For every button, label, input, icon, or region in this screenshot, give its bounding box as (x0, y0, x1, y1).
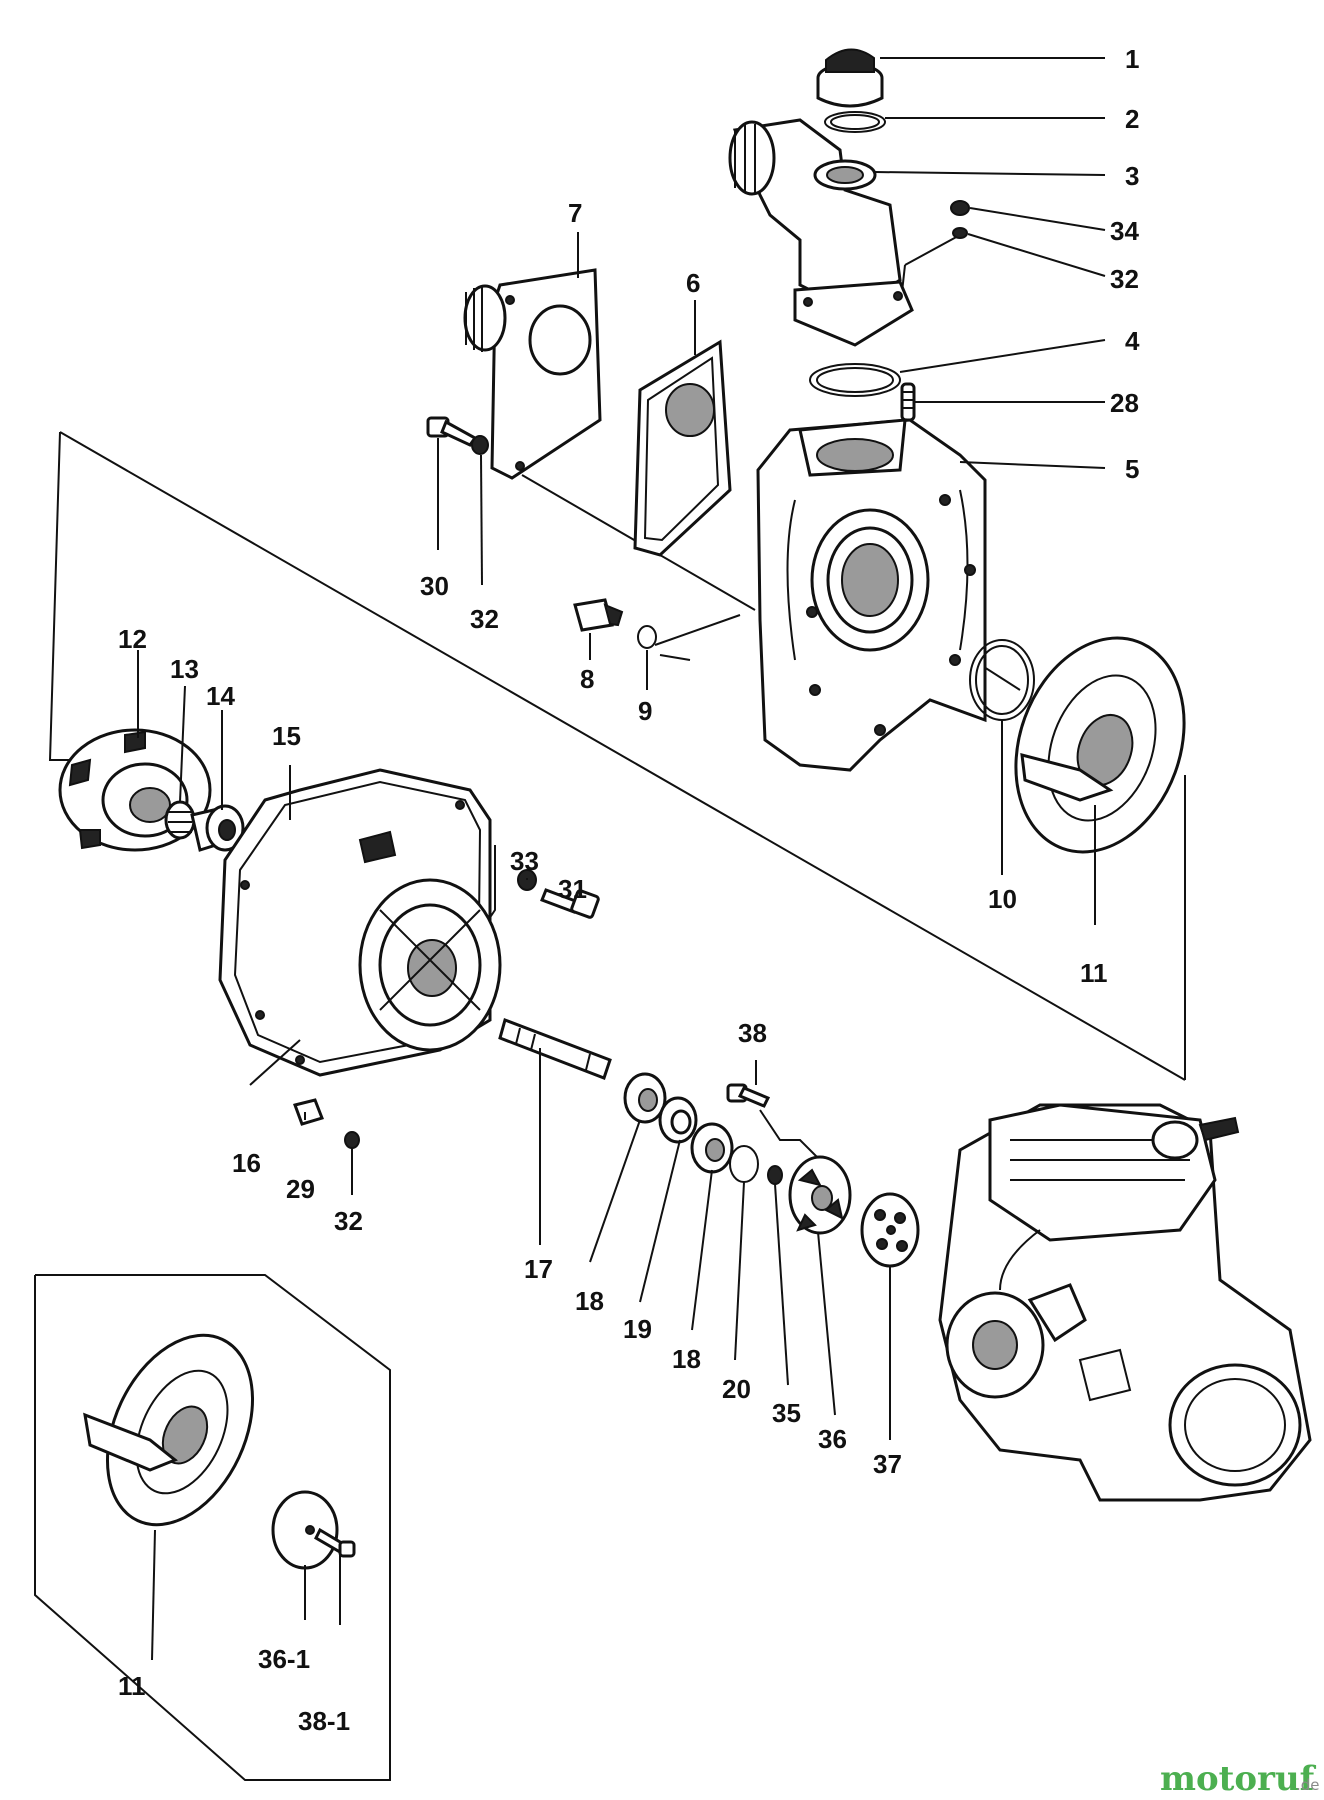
callout-29: 29 (286, 1174, 315, 1204)
callout-11-inset: 11 (118, 1671, 146, 1701)
o-ring-part-2 (824, 111, 886, 133)
callout-6: 6 (686, 268, 700, 298)
suction-cover-part-7 (463, 268, 602, 480)
stud-bolt-part-28 (900, 382, 916, 422)
callout-18-left: 18 (575, 1286, 604, 1316)
callout-38: 38 (738, 1018, 767, 1048)
callout-1: 1 (1125, 44, 1139, 74)
inset-panel (34, 1274, 391, 1781)
callout-17: 17 (524, 1254, 553, 1284)
callout-38-1: 38-1 (298, 1706, 350, 1736)
callout-32-top: 32 (1110, 264, 1139, 294)
callout-2: 2 (1125, 104, 1139, 134)
callout-5: 5 (1125, 454, 1139, 484)
washer-part-32-bottom (344, 1131, 360, 1149)
watermark-brand: motoruf (1160, 1759, 1317, 1799)
callout-32-mid: 32 (470, 604, 499, 634)
callout-36-1: 36-1 (258, 1644, 310, 1674)
callout-7: 7 (568, 198, 582, 228)
callout-35: 35 (772, 1398, 801, 1428)
watermark-suffix: .de (1296, 1776, 1320, 1794)
engine-assembly (938, 1103, 1312, 1502)
watermark: motoruf .de (1160, 1759, 1320, 1799)
volute-part-11-inset (83, 1333, 255, 1527)
coupling-part-36-1-inset (271, 1490, 339, 1570)
callout-13: 13 (170, 654, 199, 684)
filler-cap-part-1 (816, 48, 884, 108)
callout-12: 12 (118, 624, 147, 654)
nut-part-34 (950, 200, 970, 216)
drain-plug-part-8 (573, 598, 624, 632)
callout-31: 31 (558, 874, 587, 904)
callout-16: 16 (232, 1148, 261, 1178)
seal-part-13 (164, 800, 196, 840)
pump-housing-part-15 (218, 768, 502, 1077)
callout-37: 37 (873, 1449, 902, 1479)
bolt-part-38-1-inset (314, 1527, 356, 1558)
callout-18-right: 18 (672, 1344, 701, 1374)
retaining-ring-part-20 (729, 1145, 759, 1183)
coupling-part-36 (788, 1155, 852, 1235)
callout-8: 8 (580, 664, 594, 694)
callout-33: 33 (510, 846, 539, 876)
callout-15: 15 (272, 721, 301, 751)
callout-labels: 1 2 3 34 32 4 28 5 7 6 30 32 8 9 10 11 1… (118, 44, 1140, 1736)
spacer-part-19 (658, 1096, 698, 1144)
bolt-part-38 (726, 1083, 771, 1108)
callout-36: 36 (818, 1424, 847, 1454)
key-part-35 (767, 1165, 783, 1185)
bolt-part-30 (426, 416, 478, 447)
bearing-part-18-right (690, 1122, 734, 1174)
shaft-part-17 (498, 1018, 612, 1080)
callout-14: 14 (206, 681, 235, 711)
gasket-part-6 (633, 339, 732, 557)
bolt-part-31 (540, 888, 600, 919)
callout-34: 34 (1110, 216, 1139, 246)
washer-part-32-mid (471, 435, 489, 455)
outlet-elbow-part-3 (728, 118, 914, 347)
washer-part-9 (637, 625, 657, 649)
callout-4: 4 (1125, 326, 1140, 356)
callout-32-bottom: 32 (334, 1206, 363, 1236)
callout-10: 10 (988, 884, 1017, 914)
washer-part-32-top (952, 227, 968, 239)
callout-19: 19 (623, 1314, 652, 1344)
nut-part-29 (293, 1098, 324, 1126)
callout-leaders (137, 57, 1106, 1440)
volute-part-11 (1014, 636, 1186, 854)
seal-part-14 (190, 804, 245, 852)
callout-20: 20 (722, 1374, 751, 1404)
callout-9: 9 (638, 696, 652, 726)
pump-casing-part-5 (756, 418, 987, 772)
coupling-part-37 (860, 1192, 920, 1268)
bearing-part-18-left (623, 1072, 667, 1124)
callout-11-main: 11 (1080, 958, 1108, 988)
callout-28: 28 (1110, 388, 1139, 418)
callout-30: 30 (420, 571, 449, 601)
callout-3: 3 (1125, 161, 1139, 191)
o-ring-part-4 (809, 363, 901, 397)
